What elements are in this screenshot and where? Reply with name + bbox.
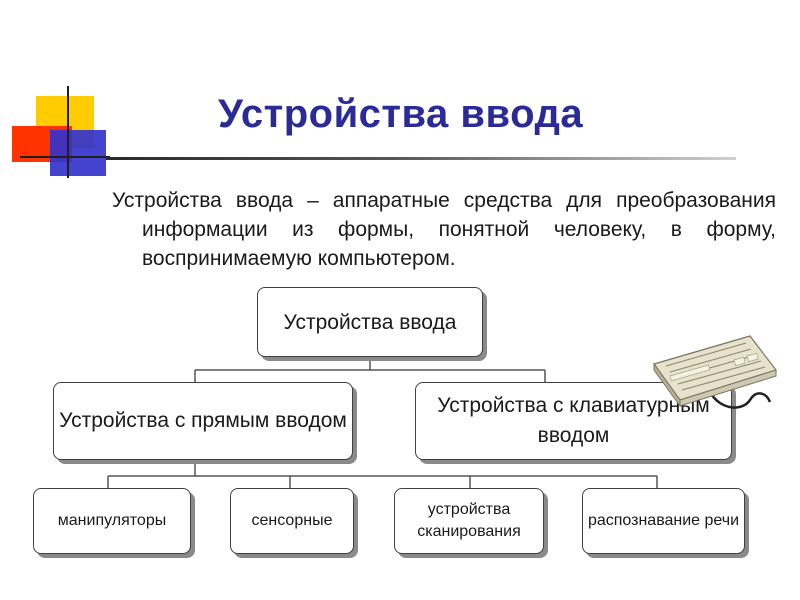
title-underline bbox=[106, 157, 736, 160]
node-scanning: устройства сканирования bbox=[394, 488, 544, 554]
node-root: Устройства ввода bbox=[257, 287, 483, 357]
node-speech-label: распознавание речи bbox=[587, 512, 740, 529]
slide-title: Устройства ввода bbox=[218, 92, 584, 136]
node-root-label: Устройства ввода bbox=[283, 310, 457, 334]
node-direct-input: Устройства с прямым вводом bbox=[53, 382, 353, 460]
definition-text: Устройства ввода – аппаратные средства д… bbox=[112, 189, 776, 270]
decor-vertical-line bbox=[67, 86, 69, 178]
node-manipulators-label: манипуляторы bbox=[57, 512, 167, 529]
node-manipulators: манипуляторы bbox=[33, 488, 191, 554]
node-touch: сенсорные bbox=[230, 488, 354, 554]
decor-horizontal-line bbox=[20, 156, 110, 158]
keyboard-icon bbox=[653, 335, 777, 409]
decor-blue-square bbox=[50, 130, 106, 176]
node-speech: распознавание речи bbox=[582, 488, 745, 554]
node-scanning-label: устройства сканирования bbox=[417, 501, 521, 540]
node-direct-input-label: Устройства с прямым вводом bbox=[59, 409, 347, 432]
node-touch-label: сенсорные bbox=[251, 512, 333, 529]
node-keyboard-input-label: Устройства с клавиатурным вводом bbox=[437, 394, 710, 447]
